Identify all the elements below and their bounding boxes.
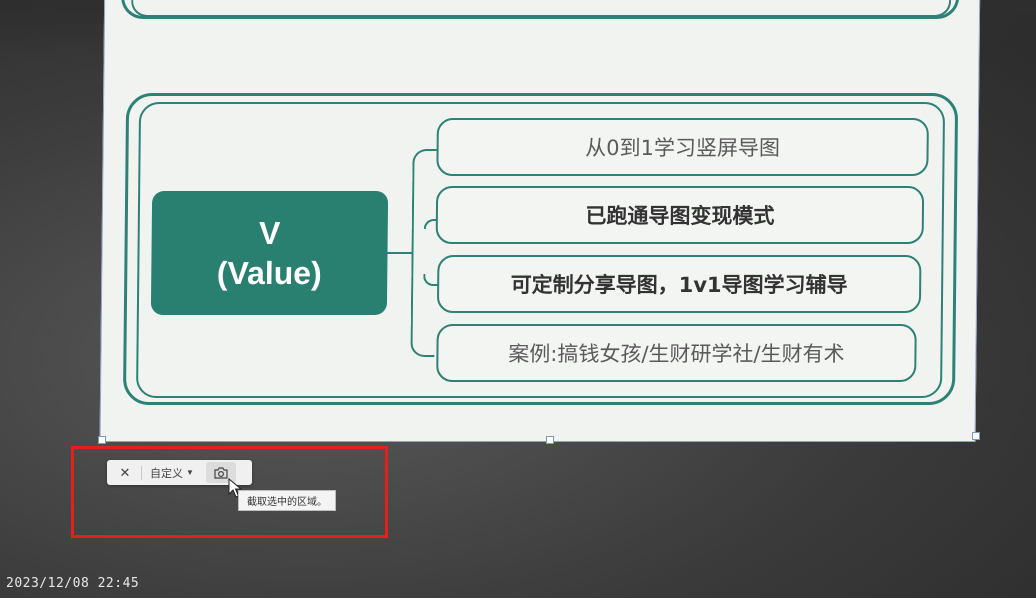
value-section-frame: V (Value) 从0到1学习竖屏导图 已跑通导图变现模式 可定制分享导图，1… xyxy=(122,93,959,405)
selection-handle-bottom-center[interactable] xyxy=(546,436,554,444)
capture-tooltip: 截取选中的区域。 xyxy=(238,490,336,511)
branch-item-2: 已跑通导图变现模式 xyxy=(435,186,925,244)
selection-handle-bottom-left[interactable] xyxy=(98,436,106,444)
top-section-inner-frame xyxy=(130,0,952,17)
toolbar-separator xyxy=(141,465,142,480)
camera-icon xyxy=(214,466,228,479)
mode-dropdown[interactable]: 自定义 ▼ xyxy=(146,465,198,481)
close-icon[interactable]: ✕ xyxy=(119,464,131,480)
value-node: V (Value) xyxy=(150,191,389,315)
value-section-inner-frame: V (Value) 从0到1学习竖屏导图 已跑通导图变现模式 可定制分享导图，1… xyxy=(135,102,946,398)
mouse-cursor-icon xyxy=(228,478,242,498)
photo-timestamp: 2023/12/08 22:45 xyxy=(6,576,140,591)
branch-item-1-label: 从0到1学习竖屏导图 xyxy=(585,136,781,160)
branch-item-4-label: 案例:搞钱女孩/生财研学社/生财有术 xyxy=(508,342,845,366)
mode-dropdown-label: 自定义 xyxy=(150,467,183,480)
branch-item-1: 从0到1学习竖屏导图 xyxy=(436,118,929,176)
value-node-word: (Value) xyxy=(216,255,322,291)
highlight-annotation-box xyxy=(71,446,388,538)
branch-item-2-label: 已跑通导图变现模式 xyxy=(585,204,775,228)
connector-trunk xyxy=(410,149,437,357)
branch-item-3-label: 可定制分享导图，1v1导图学习辅导 xyxy=(510,273,848,297)
capture-button[interactable] xyxy=(205,462,236,483)
capture-toolbar: ✕ 自定义 ▼ xyxy=(107,460,252,485)
selection-handle-bottom-right[interactable] xyxy=(972,432,980,440)
branch-item-3: 可定制分享导图，1v1导图学习辅导 xyxy=(436,255,922,313)
document-page: V (Value) 从0到1学习竖屏导图 已跑通导图变现模式 可定制分享导图，1… xyxy=(99,0,981,442)
connector-main xyxy=(387,252,412,254)
branch-item-4: 案例:搞钱女孩/生财研学社/生财有术 xyxy=(436,324,917,382)
value-node-letter: V xyxy=(258,215,281,251)
chevron-down-icon: ▼ xyxy=(186,468,194,477)
